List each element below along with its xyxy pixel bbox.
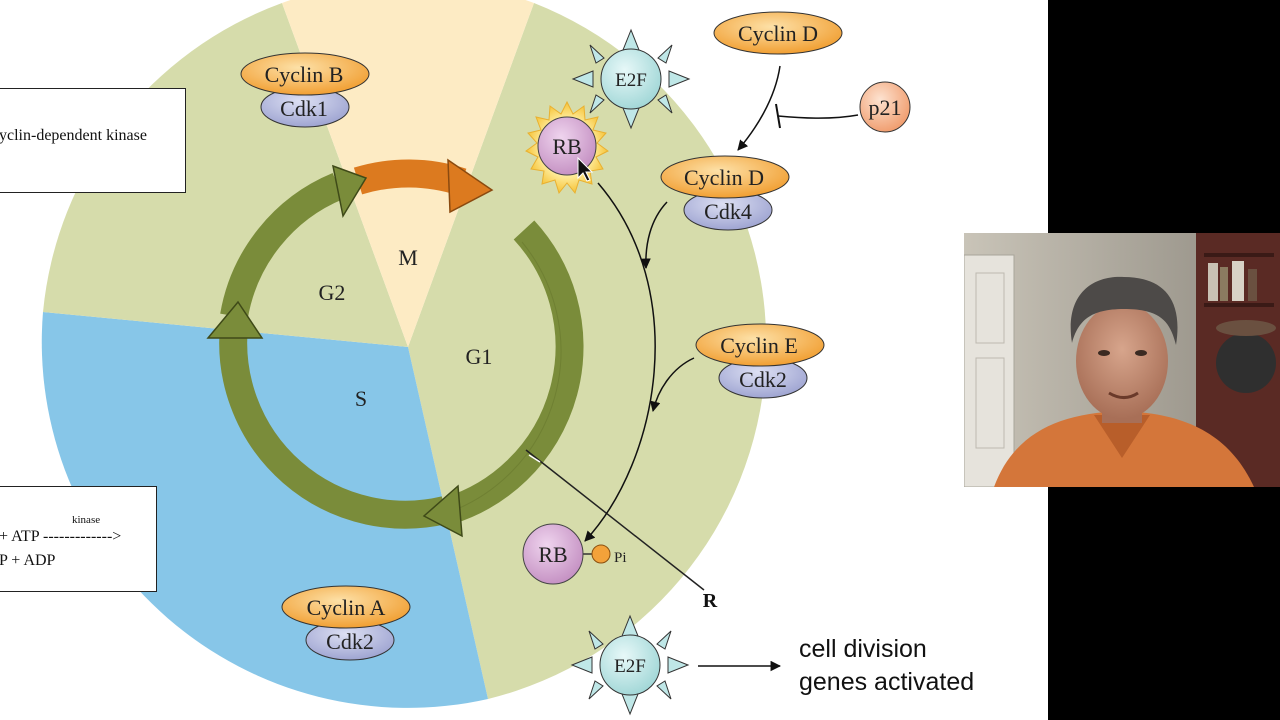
restriction-point-label: R [703, 590, 718, 612]
cdk2-label-e: Cdk2 [739, 367, 787, 392]
phase-label-m: M [398, 245, 418, 270]
e2f-top-label: E2F [615, 70, 647, 91]
phase-label-g1: G1 [466, 344, 493, 369]
rb-phosphorylation-path [584, 182, 656, 542]
e2f-bottom: E2F [570, 614, 690, 716]
arrowhead-s [206, 300, 264, 339]
caption-line-1: cell division [799, 635, 927, 663]
free-cyclin-d-label: Cyclin D [738, 21, 818, 46]
slide: M G2 G1 S R Cyclin B Cdk1 Cyclin A Cdk2 … [0, 0, 1048, 720]
arrowhead-g2 [332, 164, 368, 219]
caption-line-2: genes activated [799, 668, 975, 696]
presenter-face [1076, 303, 1168, 419]
cycle-arrow-g2-m [220, 173, 344, 319]
inhibition-bar [775, 103, 781, 129]
cycle-arrow-g1-s [443, 220, 584, 525]
rb-bottom-label: RB [538, 542, 567, 567]
presenter-webcam [964, 233, 1280, 487]
cdk1-label: Cdk1 [280, 96, 328, 121]
free-cyclin-d: Cyclin D [713, 11, 843, 55]
phase-label-g2: G2 [319, 280, 346, 305]
cycle-arrow-s-g2 [219, 324, 449, 529]
cyclin-a-cdk2-complex: Cyclin A Cdk2 [281, 585, 411, 661]
cyclin-b-label: Cyclin B [265, 62, 344, 87]
genes-activated-caption: cell division genes activated [799, 633, 1039, 699]
kinase-label: kinase [72, 514, 101, 526]
p21-inhibition-line [777, 114, 859, 119]
cyclin-e-label: Cyclin E [720, 333, 798, 358]
p21-protein: p21 [859, 81, 911, 133]
cyclin-b-cdk1-complex: Cyclin B Cdk1 [240, 52, 370, 128]
definition-text: yclin-dependent kinase [0, 127, 147, 144]
phase-label-s: S [355, 386, 367, 411]
cycle-arrow-m [353, 159, 467, 196]
reaction-line-1: + ATP -------------> [0, 528, 122, 545]
e2f-top: E2F [571, 28, 691, 130]
rb-phosphorylated: RB Pi [522, 523, 627, 585]
arrow-cdk2-to-rb-path [650, 357, 695, 413]
restriction-point-line [525, 449, 705, 591]
pi-label: Pi [614, 550, 627, 566]
arrow-cyclin-d-to-complex [737, 65, 781, 151]
cdk4-label: Cdk4 [704, 199, 752, 224]
cyclin-a-label: Cyclin A [307, 595, 386, 620]
arrow-cdk4-to-rb-path [640, 201, 668, 270]
cyclin-d-label: Cyclin D [684, 165, 764, 190]
presenter-hair [1070, 276, 1178, 345]
cell-cycle-diagram: M G2 G1 S R Cyclin B Cdk1 Cyclin A Cdk2 … [41, 0, 911, 716]
e2f-bottom-label: E2F [614, 656, 646, 677]
mouse-cursor [577, 156, 594, 182]
rb-top-label: RB [552, 134, 581, 159]
reaction-box: kinase + ATP -------------> P + ADP [0, 486, 157, 592]
arrowhead-g1 [422, 484, 463, 538]
g2-region [43, 3, 408, 347]
definition-box: yclin-dependent kinase [0, 88, 186, 193]
arrowhead-m [447, 158, 494, 214]
reaction-line-2: P + ADP [0, 552, 56, 569]
p21-label: p21 [869, 95, 902, 120]
cyclin-d-cdk4-complex: Cyclin D Cdk4 [660, 155, 790, 231]
cyclin-e-cdk2-complex: Cyclin E Cdk2 [695, 323, 825, 399]
cdk2-label-a: Cdk2 [326, 629, 374, 654]
door [964, 254, 1015, 487]
